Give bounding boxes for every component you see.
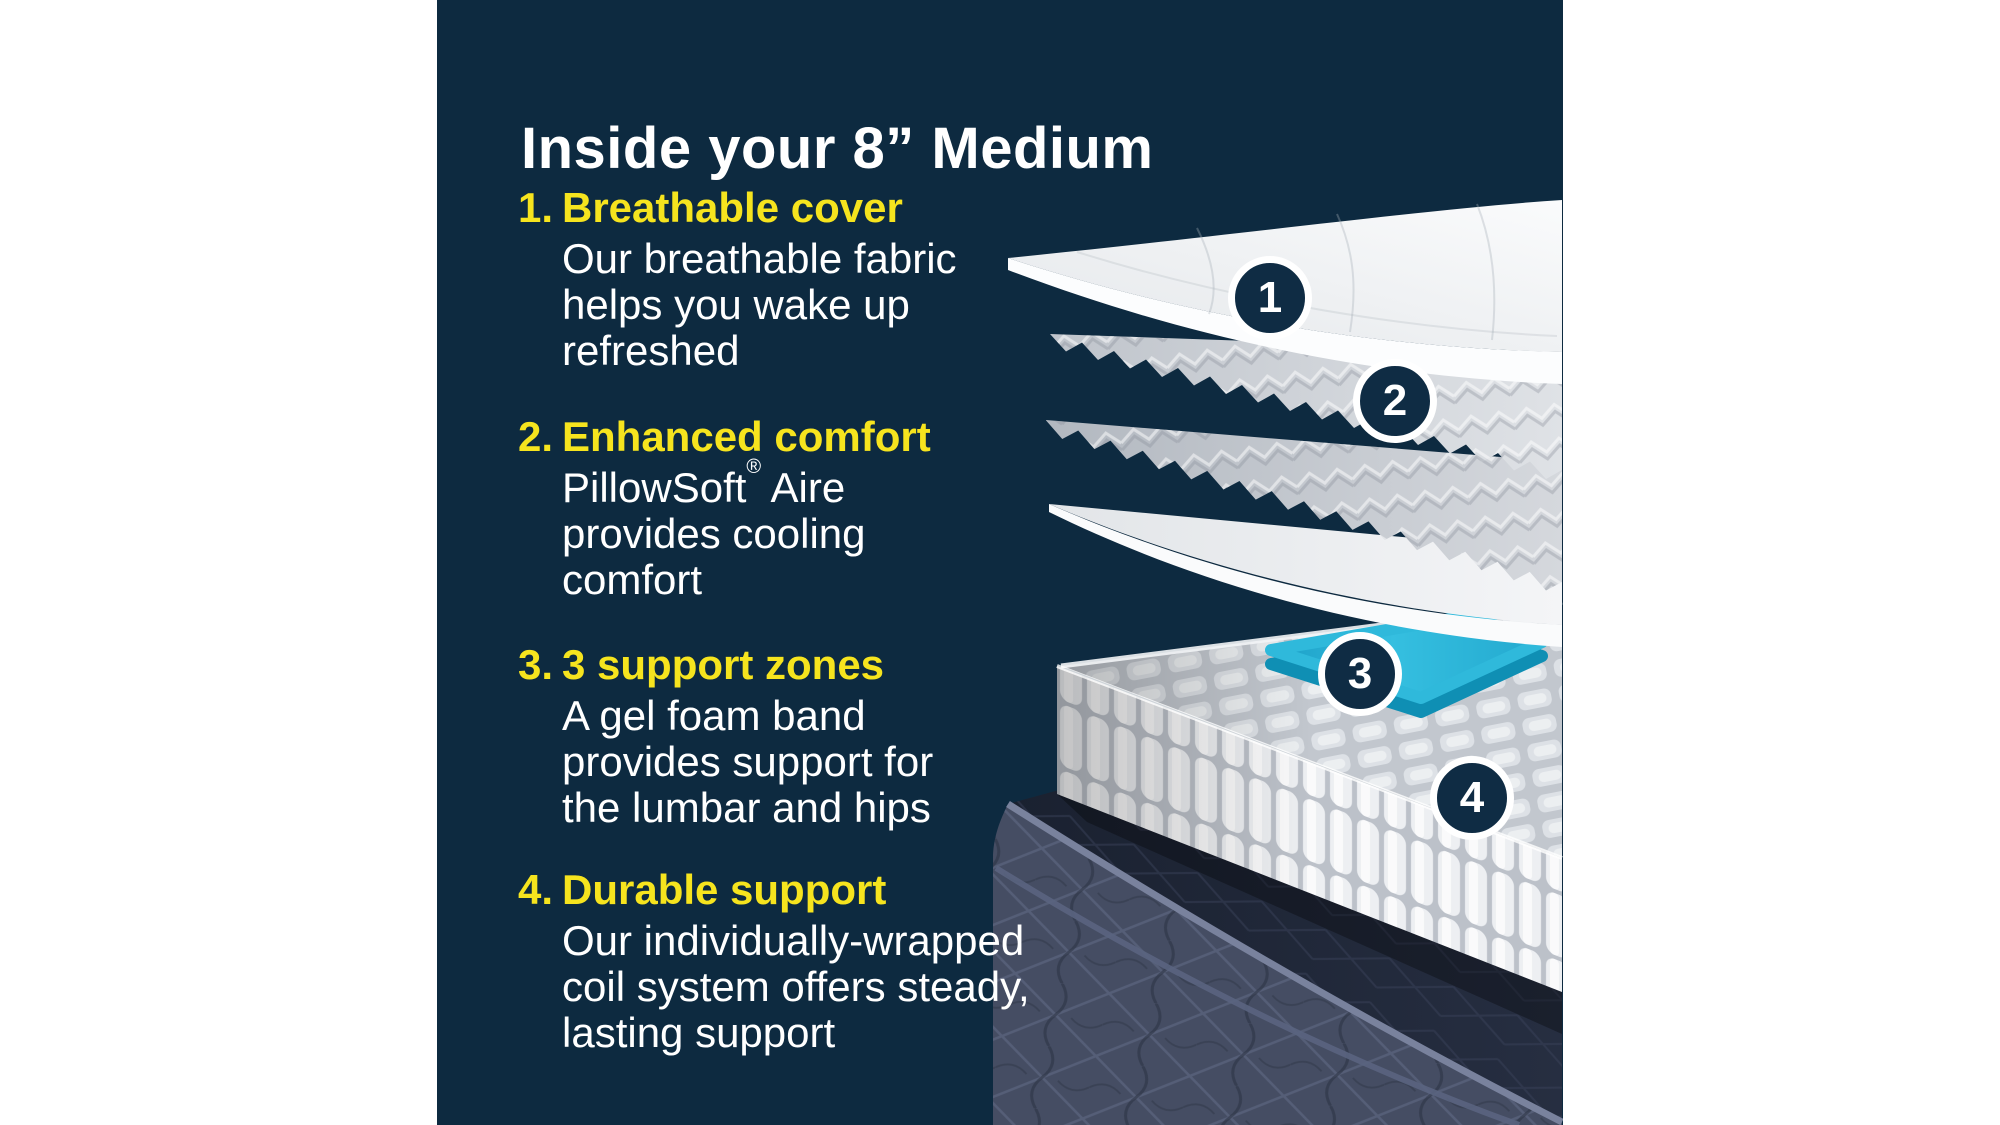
feature-line: comfort (562, 556, 703, 603)
feature-heading-text: Enhanced comfort (562, 413, 931, 460)
convoluted-foam-layer-lower (1046, 420, 1562, 591)
feature-heading: 2. Enhanced comfort (518, 414, 931, 460)
infographic-panel: Inside your 8” Medium 1. Breathable cove… (437, 0, 1563, 1125)
badge-number: 2 (1382, 376, 1408, 425)
feature-line: helps you wake up (562, 281, 910, 328)
feature-line: A gel foam band (562, 692, 866, 739)
badge-number: 1 (1257, 273, 1283, 322)
feature-line: provides cooling (562, 510, 866, 557)
feature-line: the lumbar and hips (562, 784, 931, 831)
feature-number: 3. (518, 641, 554, 688)
feature-line: provides support for (562, 738, 934, 785)
feature-item-durable-support: 4. Durable support Our individually-wrap… (518, 867, 1030, 1056)
feature-heading: 4. Durable support (518, 867, 1030, 913)
base-piping-top (1006, 801, 1563, 1125)
base-piping-lower (994, 865, 1521, 1125)
badge-number: 3 (1347, 649, 1373, 698)
page-title: Inside your 8” Medium (521, 115, 1154, 181)
feature-heading: 3. 3 support zones (518, 642, 933, 688)
feature-item-support-zones: 3. 3 support zones A gel foam band provi… (518, 642, 933, 831)
pocketed-coil-unit (1056, 599, 1563, 1034)
feature-line: refreshed (562, 327, 740, 374)
feature-line: lasting support (562, 1009, 836, 1056)
feature-item-breathable-cover: 1. Breathable cover Our breathable fabri… (518, 185, 957, 374)
feature-item-enhanced-comfort: 2. Enhanced comfort PillowSoft® Aire pro… (518, 414, 931, 603)
registered-trademark-symbol: ® (746, 456, 762, 478)
callout-badge-4: 4 (1430, 756, 1514, 840)
feature-number: 1. (518, 184, 554, 231)
feature-line: PillowSoft® Aire (562, 456, 846, 511)
callout-badge-3: 3 (1318, 632, 1402, 716)
feature-heading-text: Breathable cover (562, 184, 903, 231)
feature-line: Our individually-wrapped (562, 917, 1025, 964)
feature-line: coil system offers steady, (562, 963, 1030, 1010)
feature-heading-text: 3 support zones (562, 641, 885, 688)
transition-foam-layer (1049, 504, 1562, 647)
callout-badge-2: 2 (1353, 359, 1437, 443)
foundation-base (993, 790, 1563, 1125)
feature-line: Our breathable fabric (562, 235, 957, 282)
feature-heading-text: Durable support (562, 866, 887, 913)
feature-heading: 1. Breathable cover (518, 185, 957, 231)
callout-badge-1: 1 (1228, 256, 1312, 340)
mattress-illustration (993, 200, 1563, 1125)
feature-number: 2. (518, 413, 554, 460)
feature-number: 4. (518, 866, 554, 913)
badge-number: 4 (1459, 773, 1485, 822)
